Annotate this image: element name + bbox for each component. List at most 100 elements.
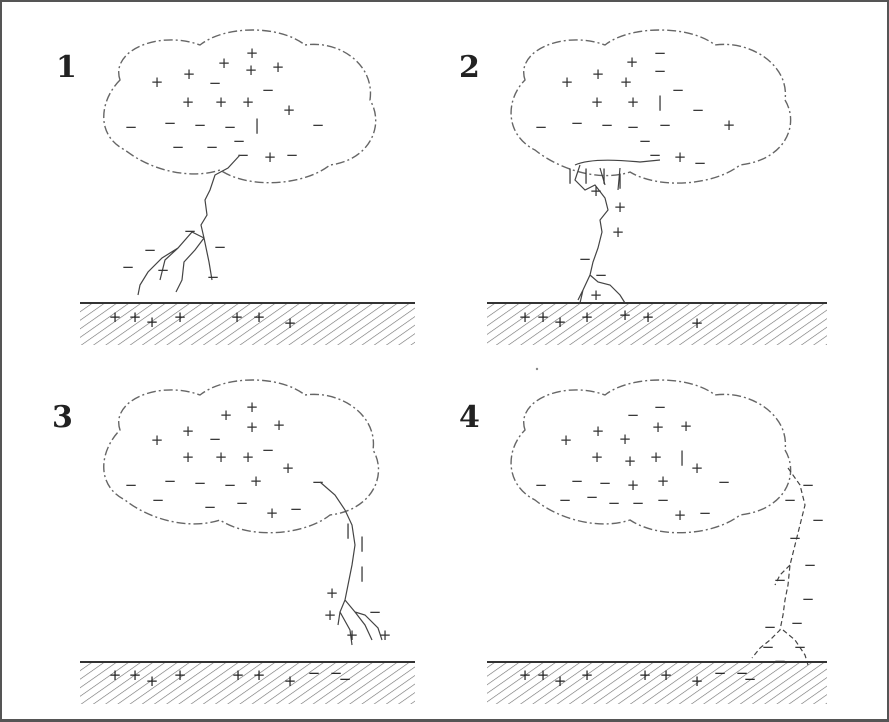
- svg-text:−: −: [236, 494, 249, 512]
- svg-text:−: −: [639, 132, 652, 150]
- panel-3-label: 3: [52, 400, 73, 435]
- svg-text:+: +: [581, 308, 594, 326]
- cloud-4-icon: [510, 379, 792, 534]
- svg-text:+: +: [627, 93, 640, 111]
- svg-text:+: +: [554, 313, 567, 331]
- ground-3-icon: [80, 661, 415, 704]
- svg-text:−: −: [204, 498, 217, 516]
- svg-text:+: +: [245, 61, 258, 79]
- svg-text:+: +: [554, 672, 567, 690]
- svg-text:−: −: [262, 81, 275, 99]
- svg-text:−: −: [744, 670, 757, 688]
- svg-text:−: −: [209, 430, 222, 448]
- svg-text:−: −: [207, 268, 220, 286]
- svg-text:+: +: [612, 223, 625, 241]
- cloud-1-icon: [103, 29, 377, 184]
- svg-text:|: |: [567, 166, 572, 184]
- svg-text:+: +: [691, 672, 704, 690]
- svg-text:+: +: [624, 452, 637, 470]
- svg-text:−: −: [659, 116, 672, 134]
- svg-text:−: −: [692, 101, 705, 119]
- svg-text:+: +: [590, 286, 603, 304]
- panel-4: − − + + + + + + + + | + − − − − + + − − …: [487, 379, 827, 704]
- svg-text:−: −: [369, 603, 382, 621]
- svg-text:+: +: [246, 418, 259, 436]
- svg-text:−: −: [654, 44, 667, 62]
- scan-speck: [535, 367, 539, 371]
- panel-2: − + + + + − + + | − − + − − − − − − − + …: [487, 29, 827, 345]
- svg-text:+: +: [591, 93, 604, 111]
- cloud-2-charges: − + + + + − + + | − − + − − − − − − − + …: [535, 44, 736, 172]
- leader-2-charges: | | | | + + + − − +: [567, 166, 626, 304]
- svg-text:−: −: [237, 146, 250, 164]
- svg-text:+: +: [519, 666, 532, 684]
- svg-text:+: +: [660, 666, 673, 684]
- svg-text:+: +: [253, 308, 266, 326]
- ground-2-icon: [487, 302, 827, 345]
- svg-text:+: +: [151, 431, 164, 449]
- svg-text:+: +: [282, 459, 295, 477]
- svg-text:+: +: [723, 116, 736, 134]
- svg-text:+: +: [519, 308, 532, 326]
- svg-text:|: |: [345, 521, 350, 539]
- ground-4-charges: + + + + + + + − − −: [519, 664, 757, 690]
- svg-text:−: −: [649, 146, 662, 164]
- svg-text:+: +: [324, 606, 337, 624]
- svg-text:+: +: [652, 418, 665, 436]
- svg-text:+: +: [650, 448, 663, 466]
- stepped-leader-3-icon: [319, 481, 383, 646]
- svg-text:−: −: [601, 116, 614, 134]
- svg-text:−: −: [125, 476, 138, 494]
- svg-text:|: |: [617, 171, 622, 189]
- svg-text:−: −: [586, 488, 599, 506]
- svg-text:−: −: [224, 118, 237, 136]
- svg-text:+: +: [537, 308, 550, 326]
- svg-text:−: −: [579, 250, 592, 268]
- svg-text:−: −: [559, 491, 572, 509]
- panel-1-label: 1: [56, 50, 77, 85]
- svg-text:+: +: [680, 417, 693, 435]
- svg-text:−: −: [789, 529, 802, 547]
- svg-text:+: +: [592, 422, 605, 440]
- panel-3: + + + − + + + + + + − + − − − − − + − − …: [80, 379, 415, 704]
- svg-text:−: −: [654, 62, 667, 80]
- svg-text:+: +: [592, 65, 605, 83]
- svg-text:+: +: [220, 406, 233, 424]
- svg-text:−: −: [144, 241, 157, 259]
- svg-text:+: +: [109, 308, 122, 326]
- svg-text:−: −: [699, 504, 712, 522]
- svg-text:+: +: [619, 306, 632, 324]
- svg-text:−: −: [571, 114, 584, 132]
- svg-text:−: −: [804, 556, 817, 574]
- svg-text:+: +: [273, 416, 286, 434]
- svg-text:+: +: [581, 666, 594, 684]
- leader-1-charges: − − − − − −: [122, 222, 227, 286]
- svg-text:+: +: [146, 313, 159, 331]
- svg-text:−: −: [714, 664, 727, 682]
- svg-text:−: −: [122, 258, 135, 276]
- svg-text:+: +: [183, 65, 196, 83]
- svg-text:+: +: [674, 148, 687, 166]
- svg-text:−: −: [152, 491, 165, 509]
- svg-text:|: |: [359, 564, 364, 582]
- svg-text:−: −: [657, 491, 670, 509]
- return-stroke-2-icon: [574, 159, 661, 304]
- svg-text:+: +: [284, 314, 297, 332]
- svg-text:−: −: [164, 472, 177, 490]
- svg-text:−: −: [802, 476, 815, 494]
- svg-text:|: |: [583, 166, 588, 184]
- svg-text:|: |: [254, 116, 259, 134]
- svg-text:+: +: [253, 666, 266, 684]
- svg-text:+: +: [242, 93, 255, 111]
- svg-text:+: +: [691, 314, 704, 332]
- svg-text:+: +: [346, 626, 359, 644]
- leader-3-charges: | | | + − + + +: [324, 521, 392, 644]
- svg-text:−: −: [224, 476, 237, 494]
- svg-text:+: +: [639, 666, 652, 684]
- cloud-3-charges: + + + − + + + + + + − + − − − − − + − − …: [125, 398, 325, 522]
- svg-text:+: +: [215, 448, 228, 466]
- svg-text:−: −: [694, 154, 707, 172]
- svg-text:+: +: [590, 182, 603, 200]
- svg-text:+: +: [626, 53, 639, 71]
- svg-text:+: +: [232, 666, 245, 684]
